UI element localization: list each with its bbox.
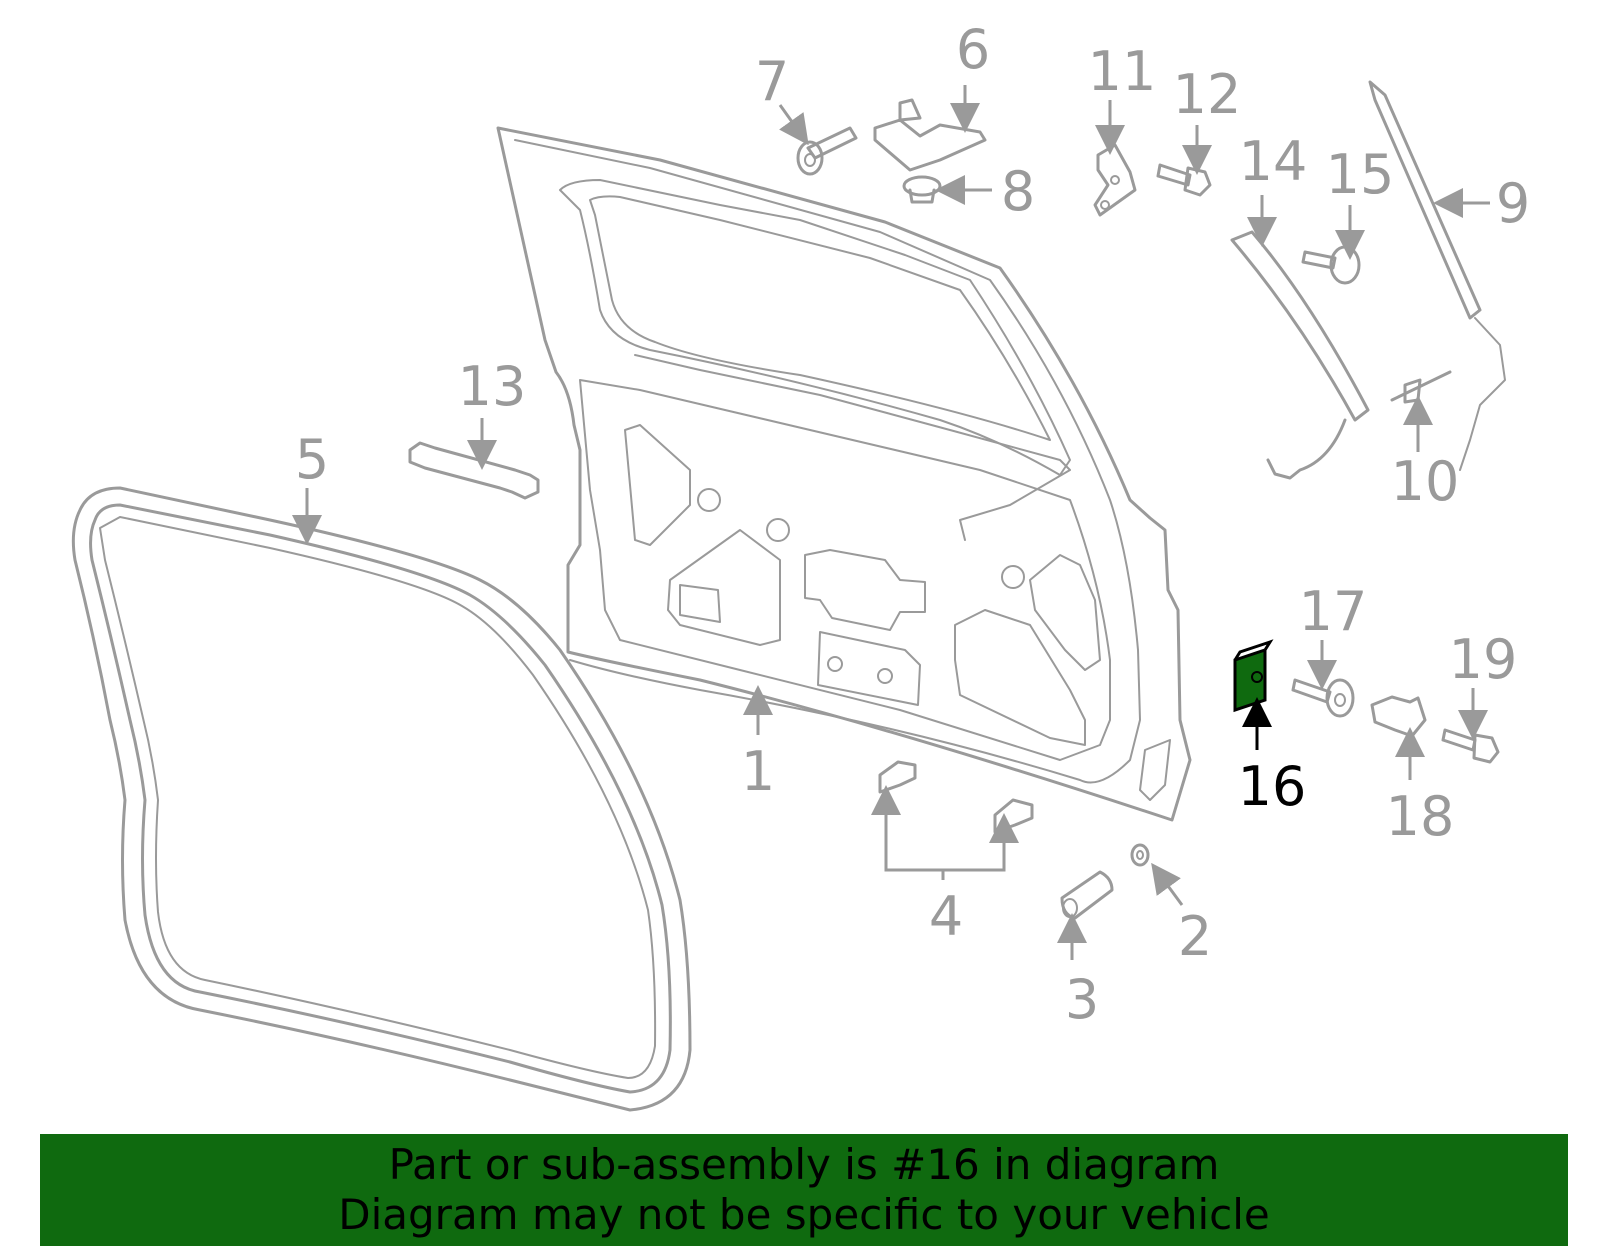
callout-3: 3 — [1065, 968, 1099, 1031]
callout-2: 2 — [1178, 905, 1212, 968]
part-13-bracket — [408, 441, 540, 500]
callout-17: 17 — [1299, 580, 1368, 643]
callout-1: 1 — [741, 740, 775, 803]
leader-7 — [778, 104, 809, 146]
leader-4 — [884, 800, 1006, 872]
callout-8: 8 — [1001, 160, 1035, 223]
callout-14: 14 — [1239, 130, 1308, 193]
banner-line-1: Part or sub-assembly is #16 in diagram — [388, 1140, 1220, 1189]
callout-7: 7 — [755, 50, 789, 113]
leader-lines — [292, 85, 1490, 960]
part-17-bolt — [1291, 678, 1355, 718]
callout-19: 19 — [1449, 628, 1518, 691]
part-14-strip — [1230, 230, 1370, 480]
part-15-bolt — [1301, 245, 1361, 285]
part-4-clips — [878, 760, 1034, 834]
part-8-nut — [902, 175, 942, 204]
callout-labels: 1 2 3 4 5 6 7 8 9 10 11 12 13 14 15 16 1… — [295, 18, 1530, 1031]
callout-11: 11 — [1088, 40, 1157, 103]
part-6-hinge — [873, 98, 987, 172]
part-10-stud — [1390, 370, 1452, 404]
callout-9: 9 — [1496, 172, 1530, 235]
callout-10: 10 — [1391, 450, 1460, 513]
part-2-washer — [1130, 843, 1150, 867]
callout-18: 18 — [1386, 785, 1455, 848]
callout-12: 12 — [1173, 63, 1242, 126]
info-banner: Part or sub-assembly is #16 in diagram D… — [40, 1134, 1568, 1246]
part-9-strut — [1368, 80, 1506, 471]
part-16-highlighted — [1233, 639, 1274, 713]
part-12-bolt — [1156, 163, 1212, 197]
part-1-liftgate — [496, 126, 1192, 822]
part-7-bolt — [796, 126, 858, 176]
part-18-clip — [1370, 695, 1427, 738]
part-5-weatherstrip — [71, 486, 692, 1112]
callout-5: 5 — [295, 428, 329, 491]
callout-16: 16 — [1238, 755, 1307, 818]
part-3-bumper — [1060, 870, 1114, 920]
leader-2 — [1151, 862, 1184, 906]
callout-13: 13 — [458, 355, 527, 418]
part-19-bolt — [1441, 728, 1500, 764]
callout-4: 4 — [929, 885, 963, 948]
callout-15: 15 — [1326, 143, 1395, 206]
callout-6: 6 — [956, 18, 990, 81]
part-11-bracket — [1093, 143, 1137, 217]
banner-line-2: Diagram may not be specific to your vehi… — [338, 1190, 1270, 1239]
